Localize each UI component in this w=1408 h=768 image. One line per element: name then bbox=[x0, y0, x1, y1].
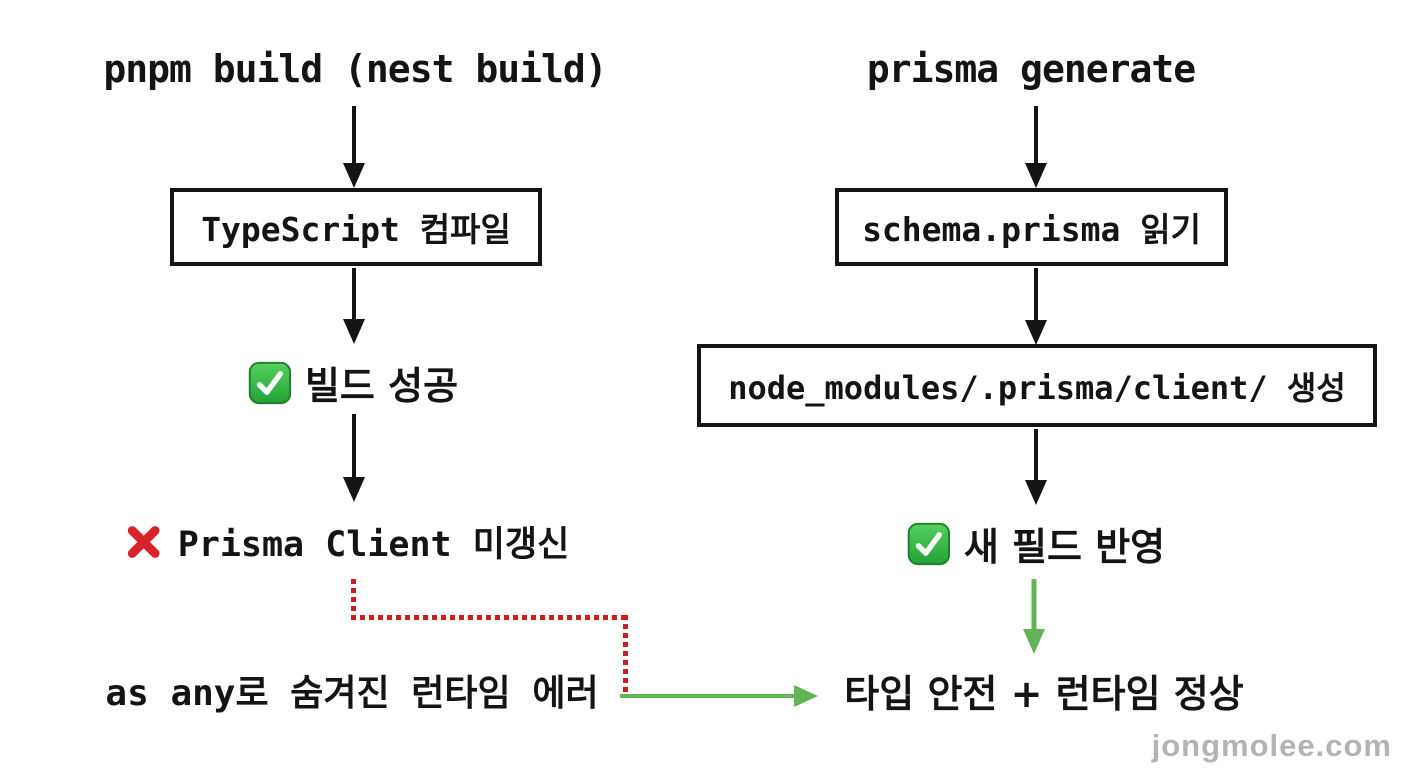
arrow-down-icon bbox=[340, 268, 368, 344]
prisma-client-stale-label: Prisma Client 미갱신 bbox=[123, 516, 570, 567]
dotted-connector-segment bbox=[351, 615, 628, 620]
dotted-connector-segment bbox=[351, 579, 356, 617]
cross-emoji-icon bbox=[127, 525, 160, 558]
left-result-text: as any로 숨겨진 런타임 에러 bbox=[105, 673, 599, 714]
arrow-down-icon bbox=[1022, 106, 1050, 188]
watermark: jongmolee.com bbox=[1151, 728, 1392, 763]
build-success-text: 빌드 성공 bbox=[304, 364, 459, 408]
new-field-applied-text: 새 필드 반영 bbox=[963, 525, 1166, 569]
arrow-down-icon bbox=[340, 106, 368, 188]
schema-read-box: schema.prisma 읽기 bbox=[835, 188, 1228, 266]
right-flow-title: prisma generate bbox=[866, 47, 1196, 91]
arrow-down-icon bbox=[340, 414, 368, 502]
arrow-down-icon bbox=[1022, 268, 1050, 345]
build-success-label: 빌드 성공 bbox=[248, 355, 458, 410]
left-flow-title: pnpm build (nest build) bbox=[103, 47, 607, 91]
typescript-compile-box: TypeScript 컴파일 bbox=[170, 188, 542, 266]
green-arrow-down-icon bbox=[1020, 579, 1048, 654]
check-emoji-icon bbox=[248, 361, 292, 404]
client-generate-box: node_modules/.prisma/client/ 생성 bbox=[697, 344, 1377, 427]
arrow-down-icon bbox=[1022, 429, 1050, 505]
dotted-connector-segment bbox=[623, 615, 628, 695]
new-field-applied-label: 새 필드 반영 bbox=[907, 516, 1165, 571]
right-result-text: 타입 안전 + 런타임 정상 bbox=[844, 672, 1244, 716]
green-arrow-right-icon bbox=[620, 682, 818, 710]
check-emoji-icon bbox=[907, 522, 951, 565]
prisma-client-stale-text: Prisma Client 미갱신 bbox=[177, 525, 570, 565]
